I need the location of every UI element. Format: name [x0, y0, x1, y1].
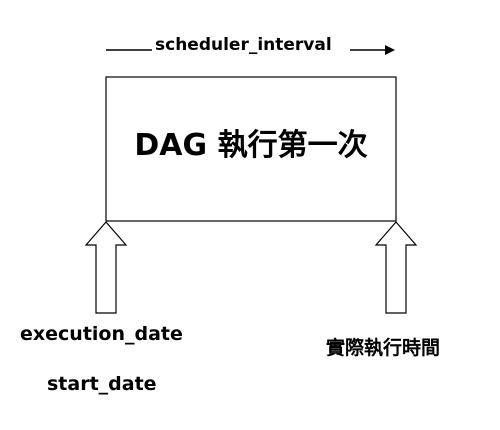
actual-time-up-arrow-icon: [374, 221, 418, 314]
dag-run-title: DAG 執行第一次: [134, 128, 368, 163]
interval-arrowhead-icon: [385, 45, 395, 55]
execution-date-up-arrow-icon: [84, 221, 128, 314]
actual-execution-time-label: 實際執行時間: [326, 337, 441, 359]
scheduler-interval-label: scheduler_interval: [155, 35, 332, 55]
dag-run-box: [105, 76, 397, 222]
execution-date-label: execution_date: [20, 323, 183, 345]
start-date-label: start_date: [47, 373, 157, 395]
